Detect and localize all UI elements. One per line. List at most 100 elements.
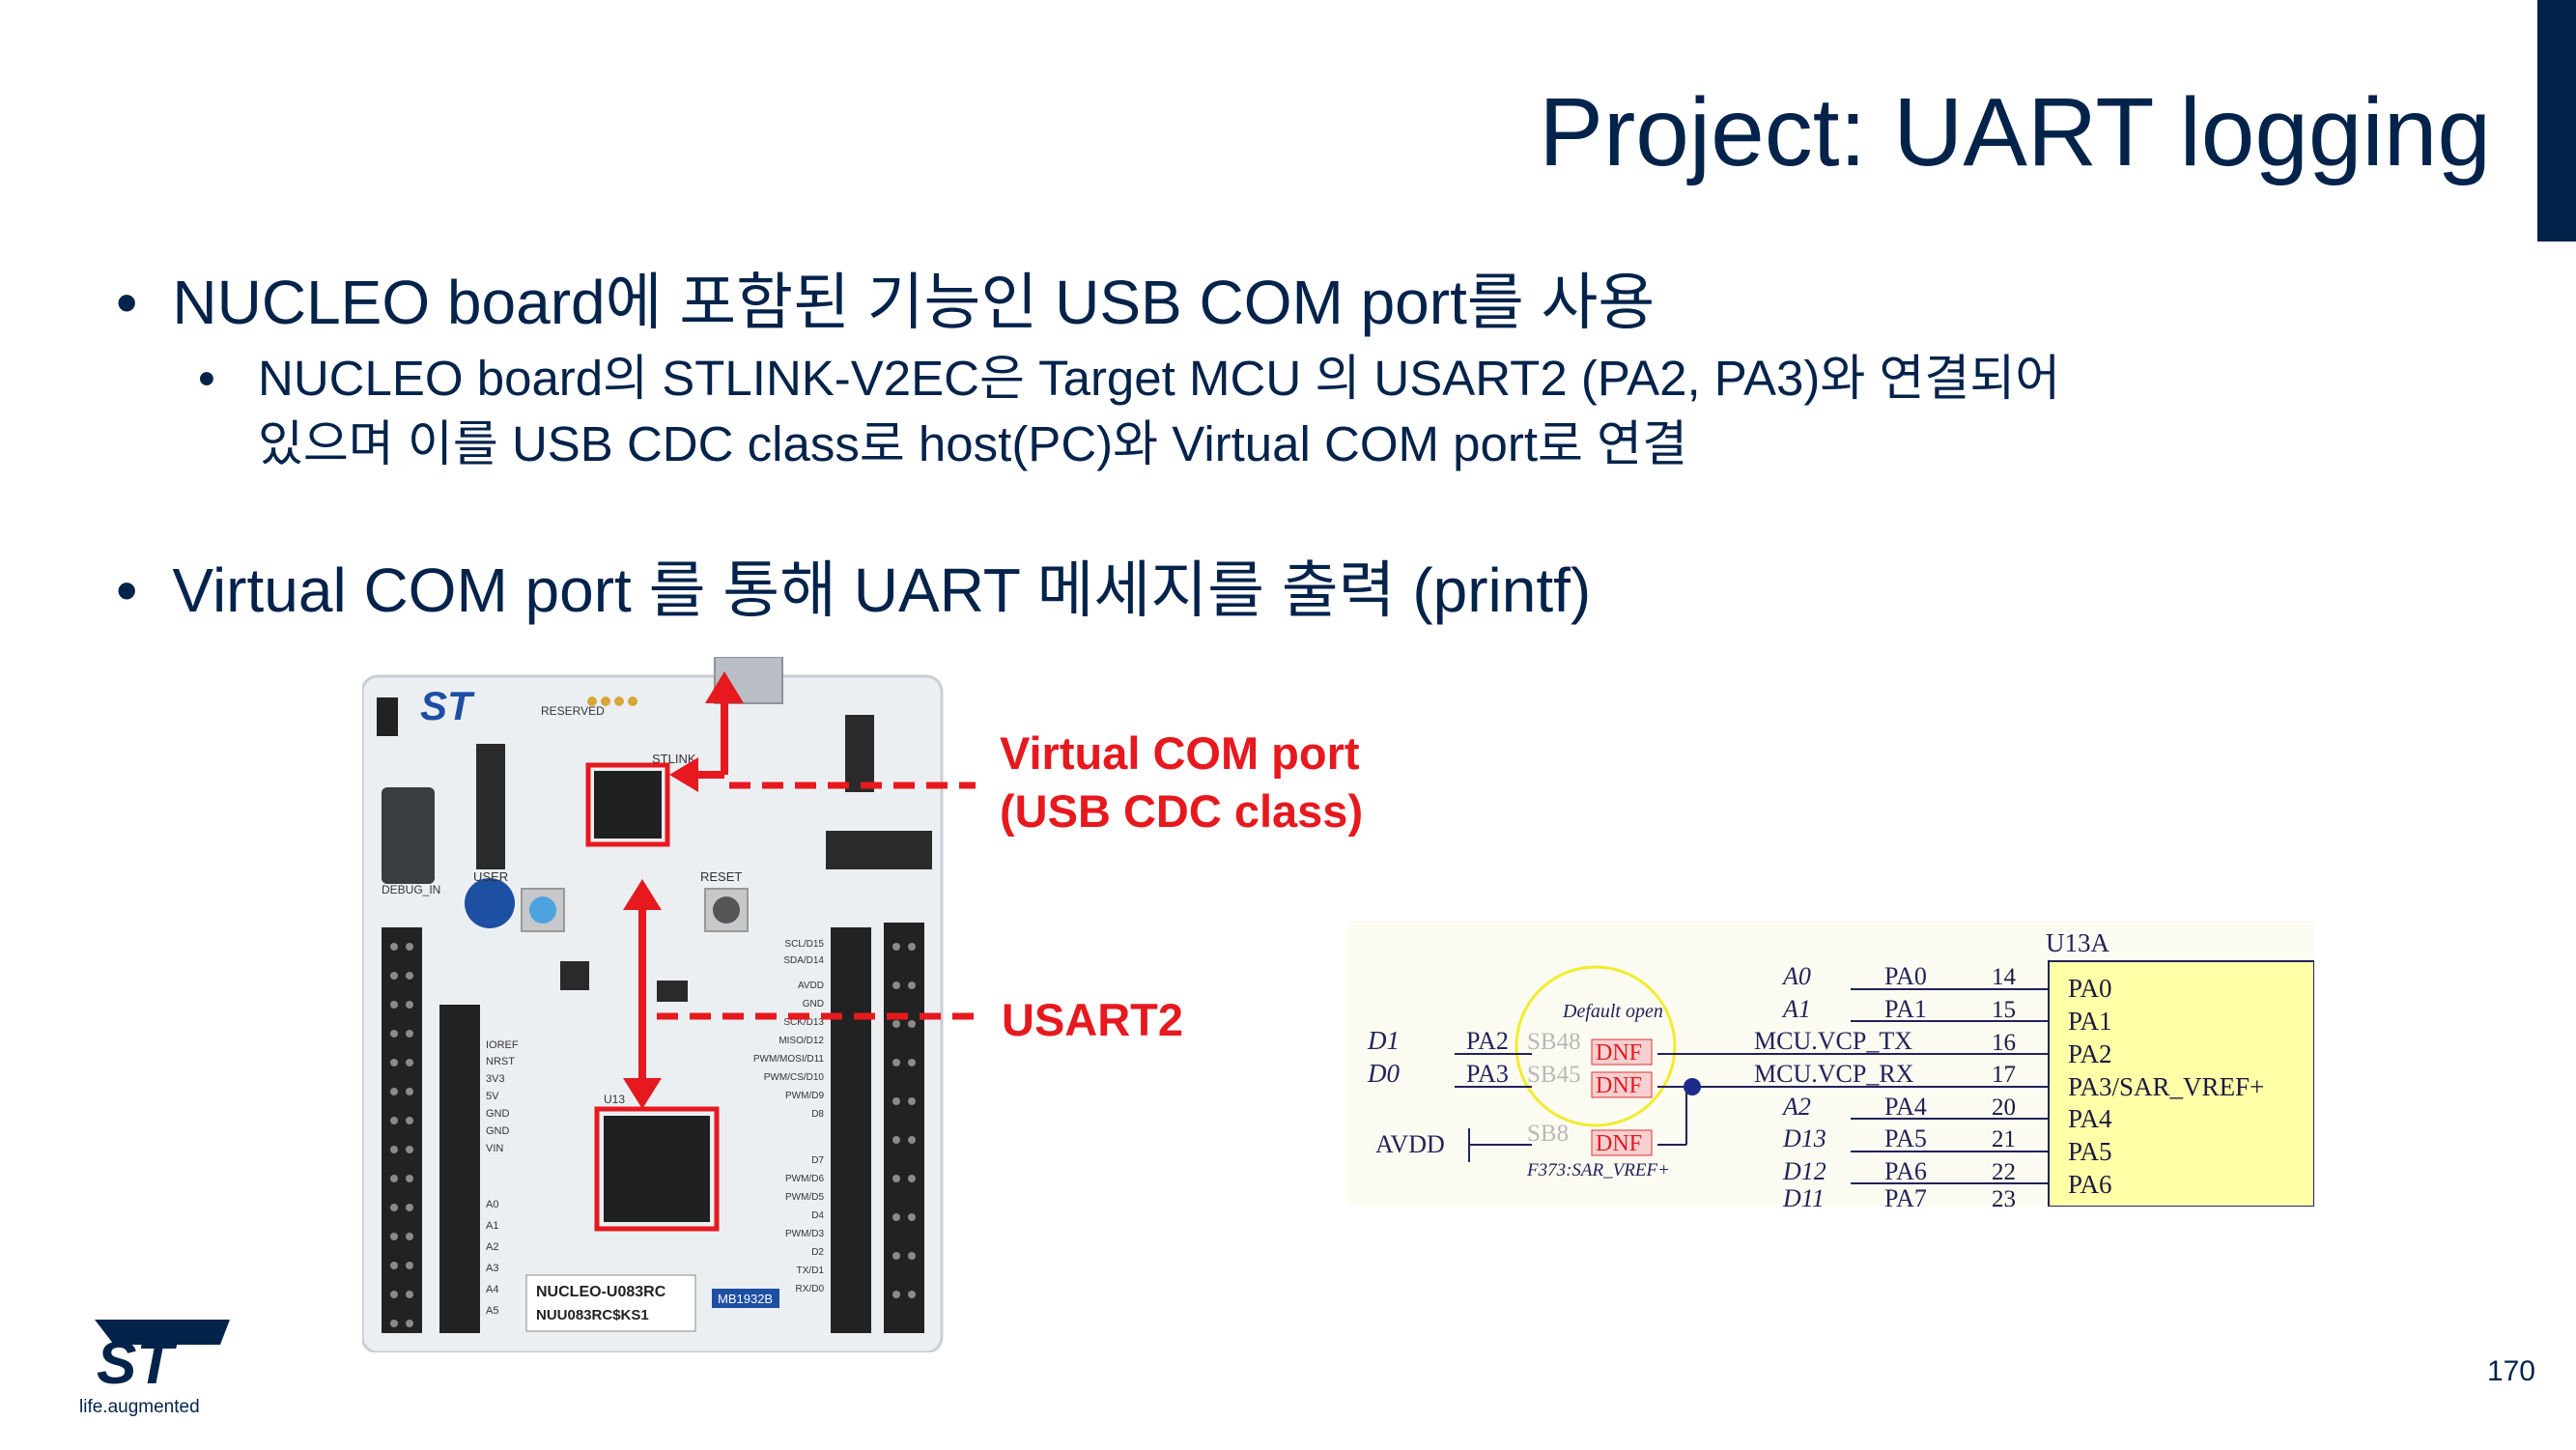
- solder-bridge-label: SB48: [1527, 1029, 1581, 1055]
- left-net-name: D0: [1367, 1059, 1400, 1088]
- analog-label: A4: [486, 1284, 498, 1295]
- digital-label: RX/D0: [796, 1284, 825, 1294]
- pin-number: 20: [1992, 1095, 2016, 1121]
- bullet-1-text: NUCLEO board에 포함된 기능인 USB COM port를 사용: [172, 268, 1656, 337]
- digital-label: SCL/D15: [784, 939, 824, 950]
- default-open-label: Default open: [1562, 1001, 1663, 1022]
- svg-text:ST: ST: [420, 683, 475, 728]
- mcu-highlight-box: [594, 1106, 720, 1232]
- left-net-pin: PA2: [1466, 1027, 1509, 1055]
- pin-number: 23: [1992, 1186, 2016, 1207]
- sub-bullet-dot: •: [198, 351, 215, 406]
- digital-label: PWM/MOSI/D11: [753, 1054, 825, 1065]
- header-label: 5V: [486, 1091, 499, 1102]
- port-label: PA5: [2068, 1137, 2112, 1166]
- pin-name: PA0: [1884, 962, 1927, 990]
- port-label: PA3/SAR_VREF+: [2068, 1072, 2264, 1101]
- board-model-label: NUCLEO-U083RC: [536, 1284, 666, 1300]
- analog-label: A3: [486, 1263, 498, 1274]
- left-header-outer: [382, 927, 422, 1333]
- net-label: D13: [1782, 1124, 1826, 1152]
- pin-number: 22: [1992, 1159, 2016, 1185]
- digital-label: SCK/D13: [783, 1017, 824, 1028]
- solder-bridge-label: SB45: [1527, 1062, 1581, 1088]
- net-label: A1: [1781, 995, 1811, 1023]
- left-net-pin: PA3: [1466, 1060, 1509, 1088]
- digital-label: PWM/D6: [785, 1174, 824, 1184]
- logo-tagline: life.augmented: [79, 1397, 200, 1417]
- pin-number: 16: [1992, 1030, 2016, 1056]
- net-label: A0: [1781, 962, 1811, 990]
- callout-vcp-line-1: Virtual COM port: [1000, 727, 1360, 779]
- digital-label: SDA/D14: [783, 955, 824, 966]
- net-label: D11: [1782, 1184, 1825, 1207]
- callout-vcp-line-2: (USB CDC class): [1000, 785, 1364, 837]
- dnf-label: DNF: [1596, 1131, 1642, 1156]
- header-label: VIN: [486, 1143, 503, 1154]
- header-label: NRST: [486, 1056, 515, 1067]
- net-label: A2: [1781, 1093, 1811, 1121]
- callout-usart2: USART2: [1002, 994, 1184, 1045]
- analog-label: A1: [486, 1220, 498, 1232]
- net-label-vcp-tx: MCU.VCP_TX: [1754, 1027, 1912, 1055]
- pin-name: PA7: [1884, 1184, 1927, 1207]
- digital-label: D4: [811, 1210, 824, 1221]
- target-mcu: [604, 1116, 710, 1222]
- bullet-1: • NUCLEO board에 포함된 기능인 USB COM port를 사용: [116, 253, 1655, 342]
- reset-label: RESET: [700, 869, 742, 884]
- port-label: PA6: [2068, 1170, 2112, 1199]
- port-label: PA0: [2068, 974, 2112, 1003]
- left-header-inner: [439, 1005, 480, 1333]
- sub-bullet-line-1: NUCLEO board의 STLINK-V2EC은 Target MCU 의 …: [258, 351, 2061, 406]
- avdd-label: AVDD: [1375, 1130, 1445, 1158]
- bullet-2-text: Virtual COM port 를 통해 UART 메세지를 출력 (prin…: [172, 555, 1592, 625]
- bullet-2: •Virtual COM port 를 통해 UART 메세지를 출력 (pri…: [116, 541, 1591, 630]
- bullet-dot: •: [116, 268, 138, 337]
- chip-name: U13A: [2046, 928, 2109, 957]
- digital-label: D8: [811, 1109, 824, 1120]
- arrow-head-up: [705, 671, 744, 703]
- header-label: IOREF: [486, 1039, 519, 1051]
- st-logo: ST life.augmented: [79, 1320, 230, 1417]
- stlink-highlight-box: [585, 762, 670, 847]
- sub-bullet-line-2: 있으며 이를 USB CDC class로 host(PC)와 Virtual …: [258, 416, 1687, 471]
- sub-bullet: • NUCLEO board의 STLINK-V2EC은 Target MCU …: [198, 346, 2060, 477]
- digital-label: TX/D1: [797, 1265, 825, 1276]
- port-label: PA1: [2068, 1007, 2112, 1036]
- pin-number: 17: [1992, 1062, 2016, 1088]
- debug-label: DEBUG_IN: [382, 883, 440, 896]
- left-net-name: D1: [1367, 1026, 1400, 1055]
- digital-label: PWM/D5: [785, 1192, 824, 1203]
- nucleo-board-image: ST DEBUG_IN RESERVED STLINK USER RESET: [362, 657, 944, 1352]
- header-label: GND: [486, 1125, 510, 1137]
- svg-text:ST: ST: [97, 1330, 178, 1397]
- default-open-circle: [1514, 965, 1677, 1127]
- solder-bridge-label: SB8: [1527, 1121, 1569, 1147]
- digital-label: D2: [811, 1247, 824, 1258]
- pin-name: PA6: [1884, 1157, 1927, 1185]
- digital-label: PWM/D3: [785, 1229, 824, 1239]
- dnf-label: DNF: [1596, 1073, 1642, 1098]
- avdd-note: F373:SAR_VREF+: [1526, 1160, 1670, 1180]
- right-header-outer: [884, 923, 924, 1333]
- pin-name: PA5: [1884, 1124, 1927, 1152]
- net-label: D12: [1782, 1157, 1826, 1185]
- mb-label: MB1932B: [718, 1292, 773, 1306]
- dnf-label: DNF: [1596, 1040, 1642, 1066]
- analog-label: A5: [486, 1305, 498, 1317]
- pin-number: 21: [1992, 1126, 2016, 1152]
- reserved-label: RESERVED: [541, 704, 605, 718]
- stlink-label: STLINK: [652, 752, 696, 766]
- pin-name: PA1: [1884, 995, 1927, 1023]
- pin-number: 15: [1992, 997, 2016, 1023]
- port-label: PA2: [2068, 1039, 2112, 1068]
- title-accent-bar: [2537, 0, 2576, 242]
- digital-label: PWM/CS/D10: [764, 1072, 825, 1083]
- analog-label: A0: [486, 1199, 498, 1210]
- digital-label: D7: [811, 1155, 824, 1166]
- net-label-vcp-rx: MCU.VCP_RX: [1754, 1060, 1914, 1088]
- u13-label: U13: [604, 1093, 625, 1106]
- digital-label: GND: [803, 999, 824, 1009]
- right-header-inner: [831, 927, 871, 1333]
